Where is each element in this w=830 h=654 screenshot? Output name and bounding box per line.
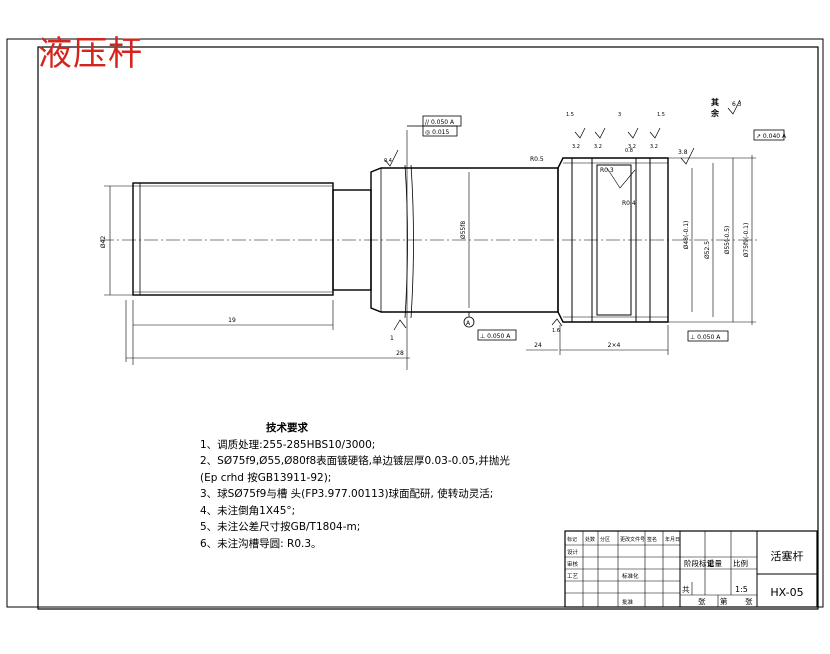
surface-note-value: 6.3: [732, 101, 742, 108]
requirement-item-1: 1、调质处理:255-285HBS10/3000;: [200, 438, 376, 451]
dim-d4: Ø75f9(-0.1): [743, 223, 750, 258]
tb-header-3: 更改文件号: [620, 536, 645, 543]
dim-r-small: R0.5: [530, 156, 544, 163]
break-lines: [404, 164, 414, 319]
dim-step-c: 3: [618, 112, 621, 118]
tb-sheet-total: 共: [682, 585, 690, 594]
tb-header-0: 标记: [567, 536, 577, 543]
tb-stage-mark: 阶段标记: [684, 558, 714, 568]
tb-header-4: 签名: [647, 536, 657, 543]
tb-scale-value: 1:5: [735, 585, 748, 594]
requirements-heading: 技术要求: [266, 422, 308, 434]
tb-row-5: 批准: [622, 598, 634, 606]
dim-middle-offset: 1: [390, 335, 394, 342]
inner-frame: [37, 46, 819, 610]
tol-runout-top: ↗ 0.040 A: [756, 133, 787, 140]
requirement-item-6: 5、未注公差尺寸按GB/T1804-m;: [200, 521, 361, 533]
dim-left-length: 19: [228, 317, 236, 324]
dim-r-groove: R0.3: [600, 167, 614, 174]
requirement-item-3: (Ep crhd 按GB13911-92);: [200, 471, 332, 484]
dimension-lines: [104, 130, 756, 370]
tb-sheet-label2: 张: [745, 597, 753, 606]
requirement-item-2: 2、SØ75f9,Ø55,Ø80f8表面镀硬铬,单边镀层厚0.03-0.05,并…: [200, 455, 510, 467]
roughness-e: 0.8: [625, 148, 633, 154]
dim-chamfer: 3.8: [678, 149, 688, 156]
roughness-a: 3.2: [572, 144, 580, 150]
tb-sheet-label: 张: [698, 597, 706, 606]
requirement-item-5: 4、未注倒角1X45°;: [200, 504, 296, 517]
datum-label: A: [466, 320, 471, 327]
tb-row-1: 审核: [567, 560, 579, 568]
piston-head: [557, 157, 669, 323]
dim-step-a: 1.5: [566, 112, 574, 118]
roughness-f: 1.6: [552, 328, 560, 334]
tb-sheet-of: 第: [720, 596, 728, 606]
dim-middle-diameter: Ø55f8: [460, 221, 467, 239]
outer-frame: [6, 38, 824, 608]
drawing-title: 液压杆: [38, 34, 143, 74]
dim-total-length: 28: [396, 350, 404, 357]
surface-note-2: 余: [710, 108, 720, 118]
tb-scale: 比例: [733, 558, 748, 568]
datum-symbol: [463, 312, 475, 328]
dim-right-length: 2×4: [608, 342, 621, 349]
dim-r-large: R0.4: [622, 200, 636, 207]
tb-header-2: 分区: [600, 536, 610, 543]
roughness-main: 0.4: [384, 158, 392, 164]
tb-row-0: 设计: [567, 548, 579, 556]
roughness-b: 3.2: [594, 144, 602, 150]
tb-row-4: 标准化: [622, 572, 639, 580]
tol-flatness: ◎ 0.015: [425, 129, 450, 136]
tolerance-frames: [407, 115, 785, 342]
dim-left-diameter: Ø42: [100, 236, 107, 249]
roughness-marks: [384, 99, 741, 331]
tb-row-2: 工艺: [567, 573, 579, 580]
tol-perp-left: ⊥ 0.050 A: [480, 333, 511, 340]
tb-header-1: 处数: [585, 536, 595, 543]
tb-weight: 重量: [707, 559, 722, 568]
tb-drawing-no: HX-05: [770, 586, 803, 599]
surface-note-1: 其: [711, 97, 719, 107]
technical-requirements: 技术要求 1、调质处理:255-285HBS10/3000; 2、SØ75f9,…: [200, 420, 510, 552]
title-block: [564, 530, 818, 608]
dim-step-b: 1.5: [657, 112, 665, 118]
thread-section: [132, 182, 334, 296]
requirement-item-7: 6、未注沟槽导圆: R0.3。: [200, 537, 322, 550]
dim-d2: Ø52.5: [704, 241, 711, 259]
tb-part-name: 活塞杆: [771, 549, 804, 563]
requirement-item-4: 3、球SØ75f9与槽 头(FP3.977.00113)球面配研, 使转动灵活;: [200, 488, 494, 500]
dim-d1: Ø48(-0.1): [683, 221, 690, 250]
roughness-d: 3.2: [650, 144, 658, 150]
tol-parallel: // 0.050 A: [425, 119, 455, 126]
tb-header-5: 年月日: [665, 536, 680, 543]
tol-perp-right: ⊥ 0.050 A: [690, 334, 721, 341]
roughness-c: 3.2: [628, 144, 636, 150]
dim-d3: Ø55(-0.5): [724, 226, 731, 255]
dim-right-width: 24: [534, 342, 542, 349]
